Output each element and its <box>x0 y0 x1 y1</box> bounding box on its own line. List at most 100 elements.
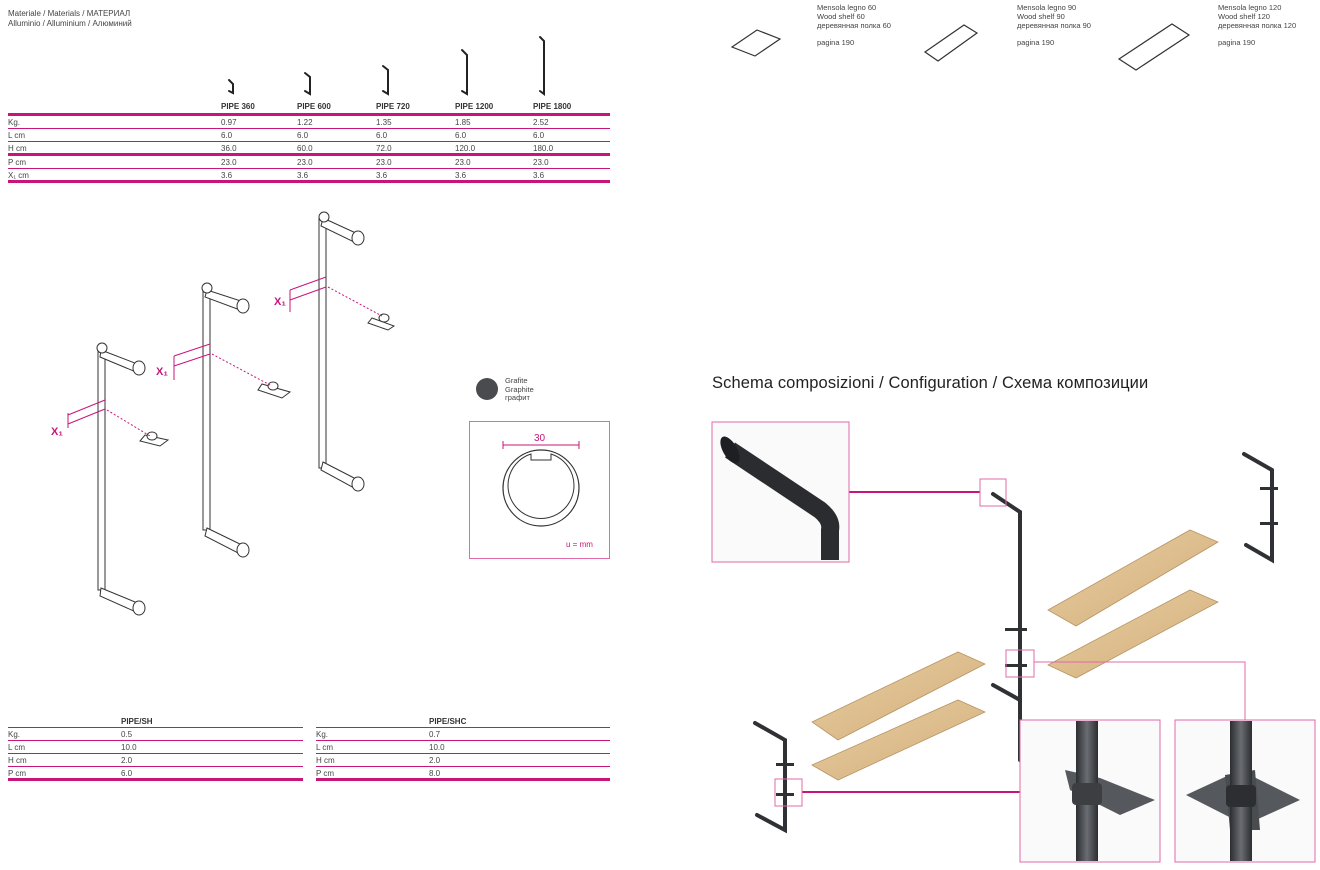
cell-value: 23.0 <box>455 158 471 167</box>
column-header: PIPE 360 <box>221 102 255 111</box>
inset-elbow <box>711 421 850 563</box>
section-outer <box>502 449 580 527</box>
shelf-icons <box>730 23 1191 71</box>
material-line: Materiale / Materials / МАТЕРИАЛ <box>8 9 131 18</box>
shelf-120-icon <box>1117 23 1191 71</box>
unit-label: u = mm <box>566 540 593 549</box>
finish-ru: графит <box>505 393 530 402</box>
row-label: Kg. <box>8 730 21 739</box>
material-info: Materiale / Materials / МАТЕРИАЛ Allumin… <box>8 9 132 28</box>
column-header: PIPE 600 <box>297 102 331 111</box>
shelf-page-link[interactable]: pagina 190 <box>1017 38 1055 48</box>
column-header: PIPE 1200 <box>455 102 494 111</box>
table-row: Kg. 0.97 1.22 1.35 1.85 2.52 <box>8 116 610 129</box>
finish-en: Graphite <box>505 384 534 394</box>
table-title: PIPE/SH <box>121 717 153 726</box>
shelf-name-ru: деревянная полка 90 <box>1017 20 1091 30</box>
pipe-sh-table: PIPE/SH Kg. 0.5 L cm 10.0 H cm 2.0 P cm 6.0 <box>8 717 303 781</box>
table-row: H cm 2.0 <box>8 754 303 767</box>
cell-value: 0.7 <box>429 730 441 739</box>
row-label: P cm <box>8 769 27 778</box>
x1-label: X₁ <box>156 366 168 378</box>
cell-value: 2.52 <box>533 118 549 127</box>
pipe-assembly-drawing: X₁ X₁ X₁ <box>51 211 396 616</box>
shelf-name-ru: деревянная полка 60 <box>817 20 891 30</box>
inset-bracket-sh <box>1019 719 1161 863</box>
inset-bracket-shc <box>1174 719 1316 863</box>
shelf-name-en: Wood shelf 120 <box>1218 11 1270 21</box>
pipe-thumbnails <box>228 36 545 96</box>
row-label: X₁ cm <box>8 171 29 180</box>
cell-value: 3.6 <box>533 171 545 180</box>
shelf-name-en: Wood shelf 60 <box>817 11 865 21</box>
cell-value: 23.0 <box>533 158 549 167</box>
cell-value: 6.0 <box>121 769 133 778</box>
table-row: P cm 6.0 <box>8 767 303 781</box>
row-label: P cm <box>316 769 335 778</box>
cell-value: 6.0 <box>376 131 388 140</box>
cell-value: 72.0 <box>376 144 392 153</box>
shelf-name-it: Mensola legno 120 <box>1218 3 1282 12</box>
table-row: X₁ cm 3.6 3.6 3.6 3.6 3.6 <box>8 169 610 183</box>
cell-value: 36.0 <box>221 144 237 153</box>
shelf-name-it: Mensola legno 60 <box>817 3 877 12</box>
cell-value: 2.0 <box>429 756 441 765</box>
cell-value: 0.5 <box>121 730 133 739</box>
pipe-1800-icon <box>539 36 545 96</box>
table-row: Kg. 0.7 <box>316 728 610 741</box>
shelf-page-link[interactable]: pagina 190 <box>1218 38 1256 48</box>
cell-value: 1.35 <box>376 118 392 127</box>
shelf-name-ru: деревянная полка 120 <box>1218 20 1297 30</box>
pipe-1200-icon <box>461 49 468 96</box>
row-label: L cm <box>316 743 334 752</box>
cell-value: 120.0 <box>455 144 476 153</box>
cell-value: 8.0 <box>429 769 441 778</box>
cell-value: 3.6 <box>221 171 233 180</box>
shelf-name-en: Wood shelf 90 <box>1017 11 1065 21</box>
cell-value: 10.0 <box>429 743 445 752</box>
table-row: L cm 10.0 <box>8 741 303 754</box>
pipe-600-icon <box>304 72 311 96</box>
pipe-720-icon <box>382 65 389 96</box>
cell-value: 23.0 <box>297 158 313 167</box>
cell-value: 1.85 <box>455 118 471 127</box>
graphite-swatch <box>476 378 498 400</box>
pipe-360-icon <box>228 79 234 95</box>
cell-value: 0.97 <box>221 118 237 127</box>
cell-value: 1.22 <box>297 118 313 127</box>
cell-value: 10.0 <box>121 743 137 752</box>
row-label: Kg. <box>316 730 329 739</box>
row-label: H cm <box>8 756 27 765</box>
cell-value: 23.0 <box>376 158 392 167</box>
row-label: L cm <box>8 131 26 140</box>
finish-it: Grafite <box>505 376 528 385</box>
cell-value: 23.0 <box>221 158 237 167</box>
column-header: PIPE 1800 <box>533 102 572 111</box>
material-line: Alluminio / Alluminium / Алюминий <box>8 18 132 28</box>
x1-label: X₁ <box>51 426 63 438</box>
cell-value: 60.0 <box>297 144 313 153</box>
cell-value: 2.0 <box>121 756 133 765</box>
shelf-page-link[interactable]: pagina 190 <box>817 38 855 48</box>
cell-value: 3.6 <box>455 171 467 180</box>
x1-label: X₁ <box>274 296 286 308</box>
row-label: L cm <box>8 743 26 752</box>
shelf-90-icon <box>923 24 979 62</box>
cell-value: 6.0 <box>455 131 467 140</box>
row-label: H cm <box>8 144 27 153</box>
pipe-section-box: 30 u = mm <box>469 421 610 559</box>
dimension-label: 30 <box>534 433 546 444</box>
finish-label: Grafite Graphite графит <box>505 376 534 403</box>
row-label: H cm <box>316 756 335 765</box>
cell-value: 3.6 <box>376 171 388 180</box>
table-row: P cm 8.0 <box>316 767 610 781</box>
row-label: Kg. <box>8 118 21 127</box>
cell-value: 6.0 <box>297 131 309 140</box>
cell-value: 3.6 <box>297 171 309 180</box>
